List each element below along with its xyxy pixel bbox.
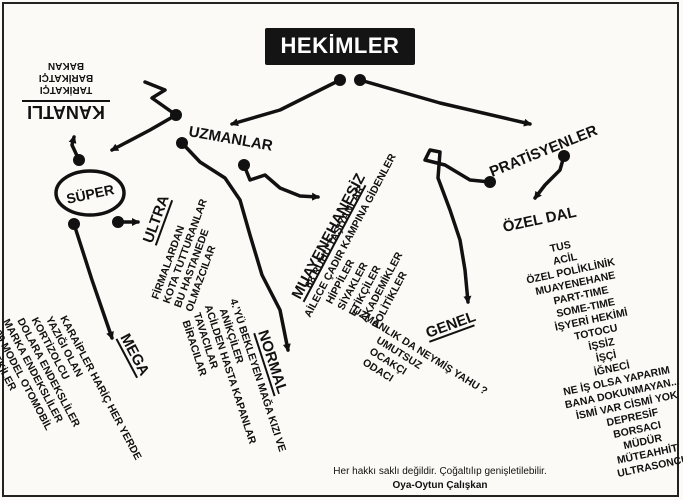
link-uzmanlar-super [110, 113, 178, 152]
ozeldal-item: ACİL [552, 250, 579, 268]
title-box: HEKİMLER [265, 28, 415, 65]
link-uzmanlar-muayenehanesiz [242, 163, 320, 201]
node-dot [354, 74, 366, 86]
link-super-mega [72, 222, 114, 340]
uzmanlar-label: UZMANLAR [187, 123, 274, 155]
genel-label: GENEL [424, 308, 478, 342]
link-hekimler-pratisyenler [358, 78, 532, 127]
ultra-label: ULTRA [140, 193, 173, 246]
ozeldal-item: İŞSİZ [587, 335, 616, 353]
node-dot [558, 150, 570, 162]
kanatli-sub-2: BARİKATÇI [39, 72, 93, 85]
page-title: HEKİMLER [280, 33, 400, 58]
kanatli-sub-3: BAKAN [48, 60, 84, 71]
pratisyenler-label: PRATİSYENLER [487, 122, 600, 181]
kanatli-sub-1: TARİKATÇI [40, 84, 93, 97]
ozeldal-label: ÖZEL DAL [501, 204, 578, 236]
node-dot [112, 216, 124, 228]
ozeldal-item: TUS [549, 239, 572, 255]
footer-author: Oya-Oytun Çalışkan [392, 480, 487, 491]
super-label: SÜPER [65, 181, 116, 207]
node-dot [170, 109, 182, 121]
link-pratisyenler-genel [423, 148, 492, 304]
super-oval [54, 169, 126, 217]
link-pratisyenler-ozeldal [533, 154, 566, 200]
link-uzmanlar-normal [180, 141, 291, 352]
node-dot [176, 137, 188, 149]
node-dot [238, 159, 250, 171]
node-dot [73, 154, 85, 166]
footer-note: Her hakkı saklı değildir. Çoğaltılıp gen… [333, 466, 546, 477]
link-hekimler-uzmanlar [230, 78, 342, 127]
ozeldal-item: İŞÇİ [595, 348, 618, 365]
node-dot [334, 74, 346, 86]
node-dot [68, 218, 80, 230]
link-kanatli-zigzag [143, 80, 178, 117]
kanatli-label: KANATLI [27, 102, 105, 122]
node-dot [484, 176, 496, 188]
